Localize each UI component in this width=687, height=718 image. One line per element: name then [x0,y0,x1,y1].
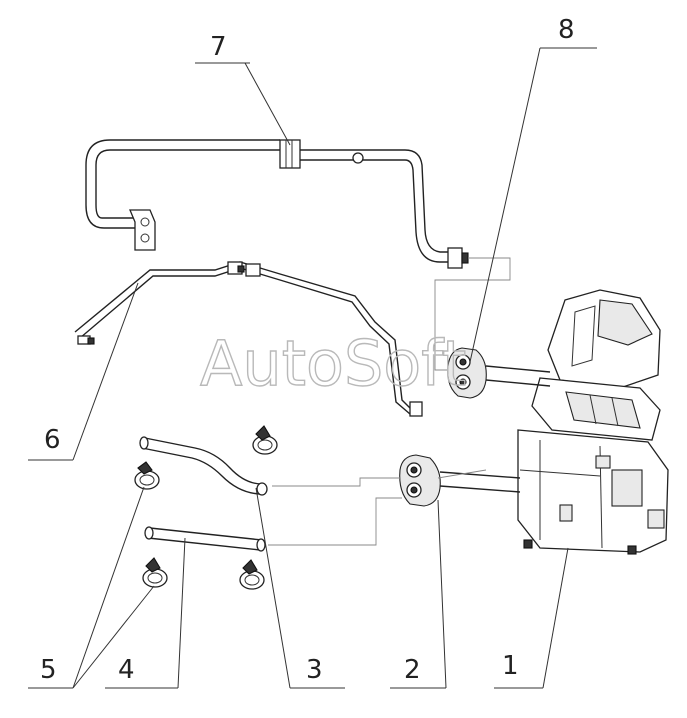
callout-5: 5 [40,655,57,685]
clamp-b [252,425,278,455]
part-1-hvac-housing [439,289,669,555]
part-6-liquid-pipe [74,261,423,417]
watermark-text: AutoSoft [200,327,466,400]
part-8-grommet-upper [447,347,487,399]
callout-3: 3 [306,655,323,685]
callout-7: 7 [210,32,227,62]
part-7-pressure-pipe [85,139,469,269]
clamp-d [239,559,265,590]
callout-6: 6 [44,425,61,455]
callout-4: 4 [118,655,135,685]
callout-8: 8 [558,15,575,45]
callout-1: 1 [502,651,519,681]
leader-lines [28,47,597,689]
callout-2: 2 [404,655,421,685]
callout-numbers: 7 8 6 5 4 3 2 1 [40,15,575,685]
clamp-c [142,557,168,588]
part-4-hose-straight [144,526,266,552]
part-2-grommet-lower [399,454,441,507]
clamp-a [134,461,160,490]
part-3-hose-curved [139,436,268,496]
assembly-guides [268,257,511,546]
part-5-clamps [134,425,278,590]
